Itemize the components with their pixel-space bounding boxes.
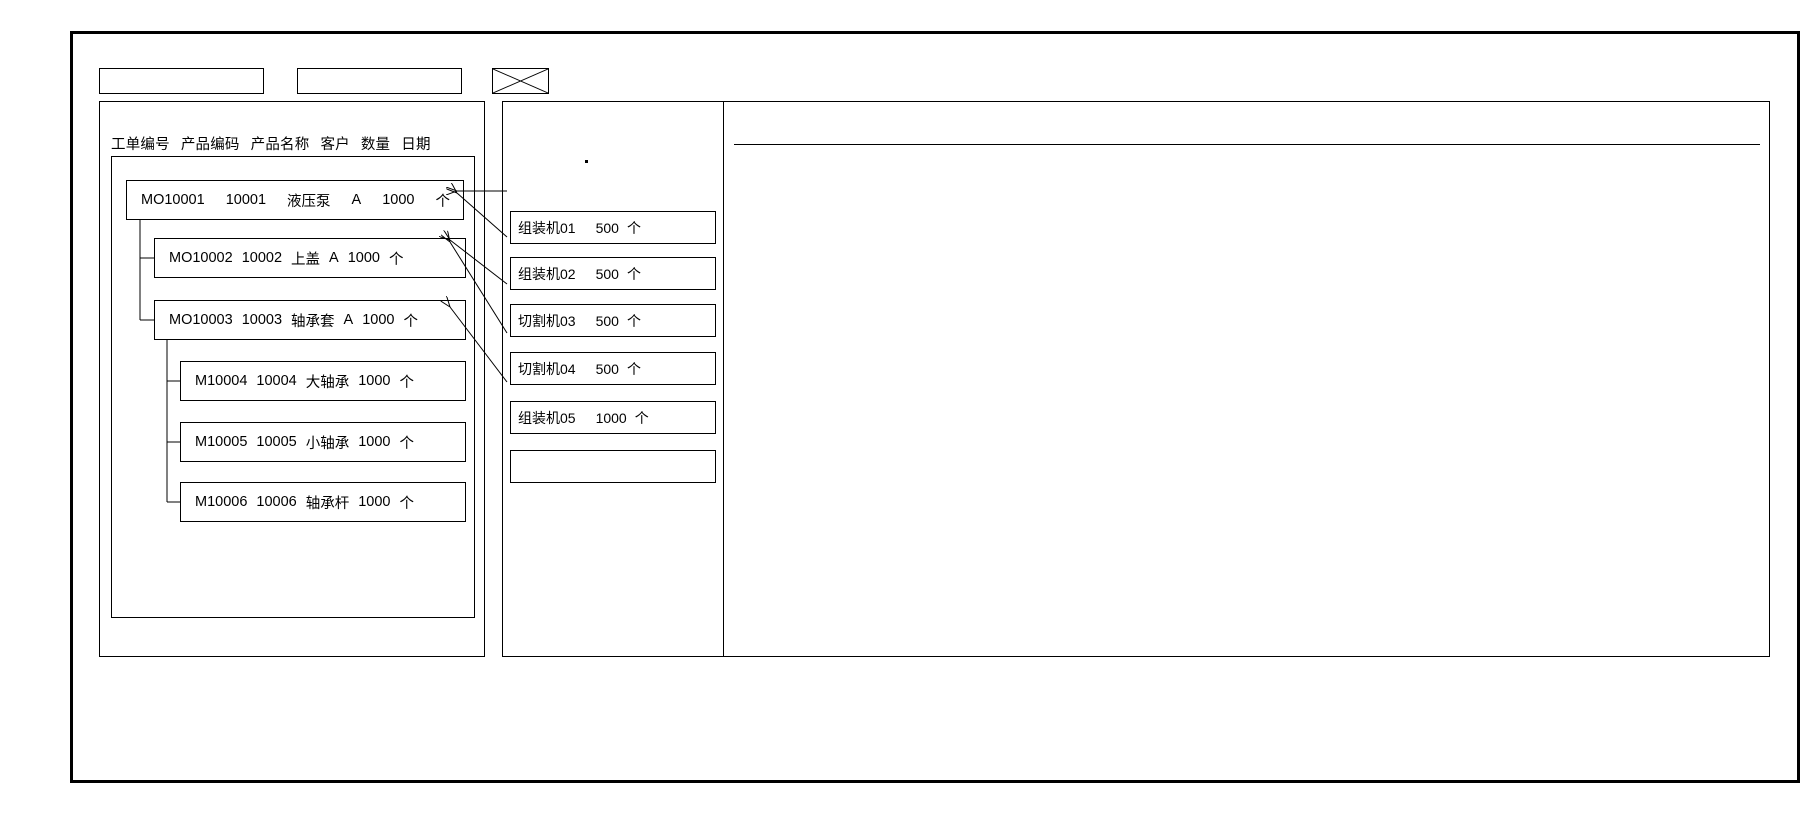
- machine-name: 组装机02: [518, 265, 576, 282]
- detail-panel-header-divider: [734, 144, 1760, 145]
- toolbar-input-1[interactable]: [99, 68, 264, 94]
- cell-product-name: 上盖: [291, 251, 321, 268]
- machine-list-panel: 组装机01 500 个 组装机02 500 个 切割机03 500 个 切割机0…: [502, 101, 724, 657]
- cell-quantity: 1000: [362, 312, 395, 328]
- app-window: 工单编号 产品编码 产品名称 客户 数量 日期: [70, 31, 1800, 783]
- column-header-customer: 客户: [320, 137, 350, 153]
- cell-unit: 个: [399, 435, 415, 452]
- cell-product-name: 轴承套: [291, 313, 335, 330]
- cell-order-no: MO10002: [169, 250, 233, 266]
- machine-unit: 个: [634, 409, 649, 426]
- cell-quantity: 1000: [358, 434, 391, 450]
- toolbar: [99, 68, 549, 94]
- column-header-product-code: 产品编码: [180, 137, 240, 153]
- cell-unit: 个: [399, 495, 415, 512]
- cell-quantity: 1000: [358, 373, 391, 389]
- table-row[interactable]: MO10001 10001 液压泵 A 1000 个: [126, 180, 464, 220]
- toolbar-input-2[interactable]: [297, 68, 462, 94]
- list-item[interactable]: 组装机02 500 个: [510, 257, 716, 290]
- list-item[interactable]: 切割机04 500 个: [510, 352, 716, 385]
- list-item-empty[interactable]: [510, 450, 716, 483]
- work-order-panel: 工单编号 产品编码 产品名称 客户 数量 日期: [99, 101, 485, 657]
- cell-order-no: M10004: [195, 373, 248, 389]
- toolbar-spacer: [264, 81, 297, 82]
- machine-qty: 500: [595, 312, 619, 329]
- machine-name: 切割机04: [518, 360, 576, 377]
- cell-product-code: 10002: [241, 250, 283, 266]
- machine-unit: 个: [626, 265, 641, 282]
- cell-product-name: 小轴承: [305, 435, 350, 452]
- table-row[interactable]: M10006 10006 轴承杆 1000 个: [180, 482, 466, 522]
- cell-product-code: 10006: [256, 494, 297, 510]
- table-row[interactable]: MO10003 10003 轴承套 A 1000 个: [154, 300, 466, 340]
- list-item[interactable]: 切割机03 500 个: [510, 304, 716, 337]
- cell-order-no: M10005: [195, 434, 248, 450]
- cell-customer: A: [329, 250, 339, 266]
- machine-qty: 1000: [595, 409, 627, 426]
- cell-quantity: 1000: [347, 250, 380, 266]
- cell-unit: 个: [399, 374, 415, 391]
- cell-product-code: 10001: [225, 192, 267, 208]
- cell-customer: A: [343, 312, 354, 328]
- cell-product-name: 大轴承: [305, 374, 350, 391]
- list-item[interactable]: 组装机05 1000 个: [510, 401, 716, 434]
- machine-qty: 500: [595, 360, 619, 377]
- table-row[interactable]: M10005 10005 小轴承 1000 个: [180, 422, 466, 462]
- cell-quantity: 1000: [358, 494, 391, 510]
- column-header-quantity: 数量: [360, 137, 391, 153]
- cell-order-no: MO10001: [141, 192, 205, 208]
- detail-panel: [723, 101, 1770, 657]
- cell-product-code: 10005: [256, 434, 297, 450]
- machine-unit: 个: [626, 312, 641, 329]
- cell-customer: A: [351, 192, 362, 208]
- cell-unit: 个: [435, 193, 450, 210]
- machine-name: 切割机03: [518, 312, 576, 329]
- cell-product-name: 液压泵: [287, 193, 331, 210]
- work-order-column-headers: 工单编号 产品编码 产品名称 客户 数量 日期: [111, 133, 431, 154]
- machine-qty: 500: [595, 265, 619, 282]
- machine-unit: 个: [626, 360, 641, 377]
- cell-product-code: 10003: [241, 312, 283, 328]
- cell-unit: 个: [388, 251, 404, 268]
- table-row[interactable]: M10004 10004 大轴承 1000 个: [180, 361, 466, 401]
- cell-product-code: 10004: [256, 373, 297, 389]
- work-order-tree: MO10001 10001 液压泵 A 1000 个 MO10002 10002…: [111, 156, 475, 618]
- column-header-date: 日期: [401, 137, 431, 153]
- cell-order-no: M10006: [195, 494, 248, 510]
- column-header-product-name: 产品名称: [250, 137, 310, 153]
- machine-name: 组装机01: [518, 219, 576, 236]
- list-item[interactable]: 组装机01 500 个: [510, 211, 716, 244]
- machine-name: 组装机05: [518, 409, 576, 426]
- machine-qty: 500: [595, 219, 619, 236]
- cell-quantity: 1000: [382, 192, 415, 208]
- image-placeholder-icon[interactable]: [492, 68, 549, 94]
- table-row[interactable]: MO10002 10002 上盖 A 1000 个: [154, 238, 466, 278]
- dot-marker-icon: [585, 160, 588, 163]
- cell-order-no: MO10003: [169, 312, 233, 328]
- cell-unit: 个: [403, 313, 418, 330]
- cell-product-name: 轴承杆: [305, 495, 350, 512]
- machine-unit: 个: [626, 219, 641, 236]
- toolbar-spacer: [462, 81, 492, 82]
- column-header-order-no: 工单编号: [111, 137, 170, 153]
